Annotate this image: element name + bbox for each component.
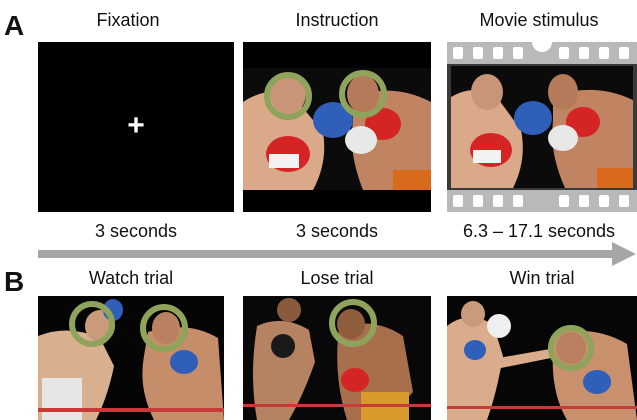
lose-trial-frame (243, 296, 431, 420)
movie-stimulus-frame (447, 42, 637, 212)
stage-duration-fixation: 3 seconds (94, 221, 178, 241)
boxers-image-instruction (243, 42, 431, 212)
boxers-image-lose (243, 296, 431, 420)
stage-duration-instruction: 3 seconds (295, 221, 379, 241)
film-strip-image (447, 42, 637, 212)
highlight-ring-left (264, 72, 312, 120)
panel-letter-b: B (4, 266, 25, 297)
stage-title-fixation: Fixation (96, 10, 160, 30)
highlight-ring-lose (329, 299, 377, 347)
stage-title-instruction: Instruction (295, 10, 379, 30)
highlight-ring-watch-right (140, 304, 188, 352)
boxers-image-win (447, 296, 637, 420)
stage-duration-movie-stimulus: 6.3 – 17.1 seconds (462, 221, 616, 241)
boxers-image-watch (38, 296, 224, 420)
watch-trial-frame (38, 296, 224, 420)
win-trial-frame (447, 296, 637, 420)
panel-letter-a: A (4, 10, 25, 41)
trial-title-lose: Lose trial (300, 268, 374, 288)
instruction-frame (243, 42, 431, 212)
highlight-ring-right (339, 70, 387, 118)
trial-title-win: Win trial (509, 268, 575, 288)
fixation-frame: + (38, 42, 234, 212)
stage-title-movie-stimulus: Movie stimulus (479, 10, 599, 30)
trial-title-watch: Watch trial (88, 268, 174, 288)
highlight-ring-watch-left (69, 301, 115, 347)
fixation-cross: + (127, 109, 145, 142)
timeline-arrow (38, 242, 636, 266)
highlight-ring-win (548, 325, 594, 371)
